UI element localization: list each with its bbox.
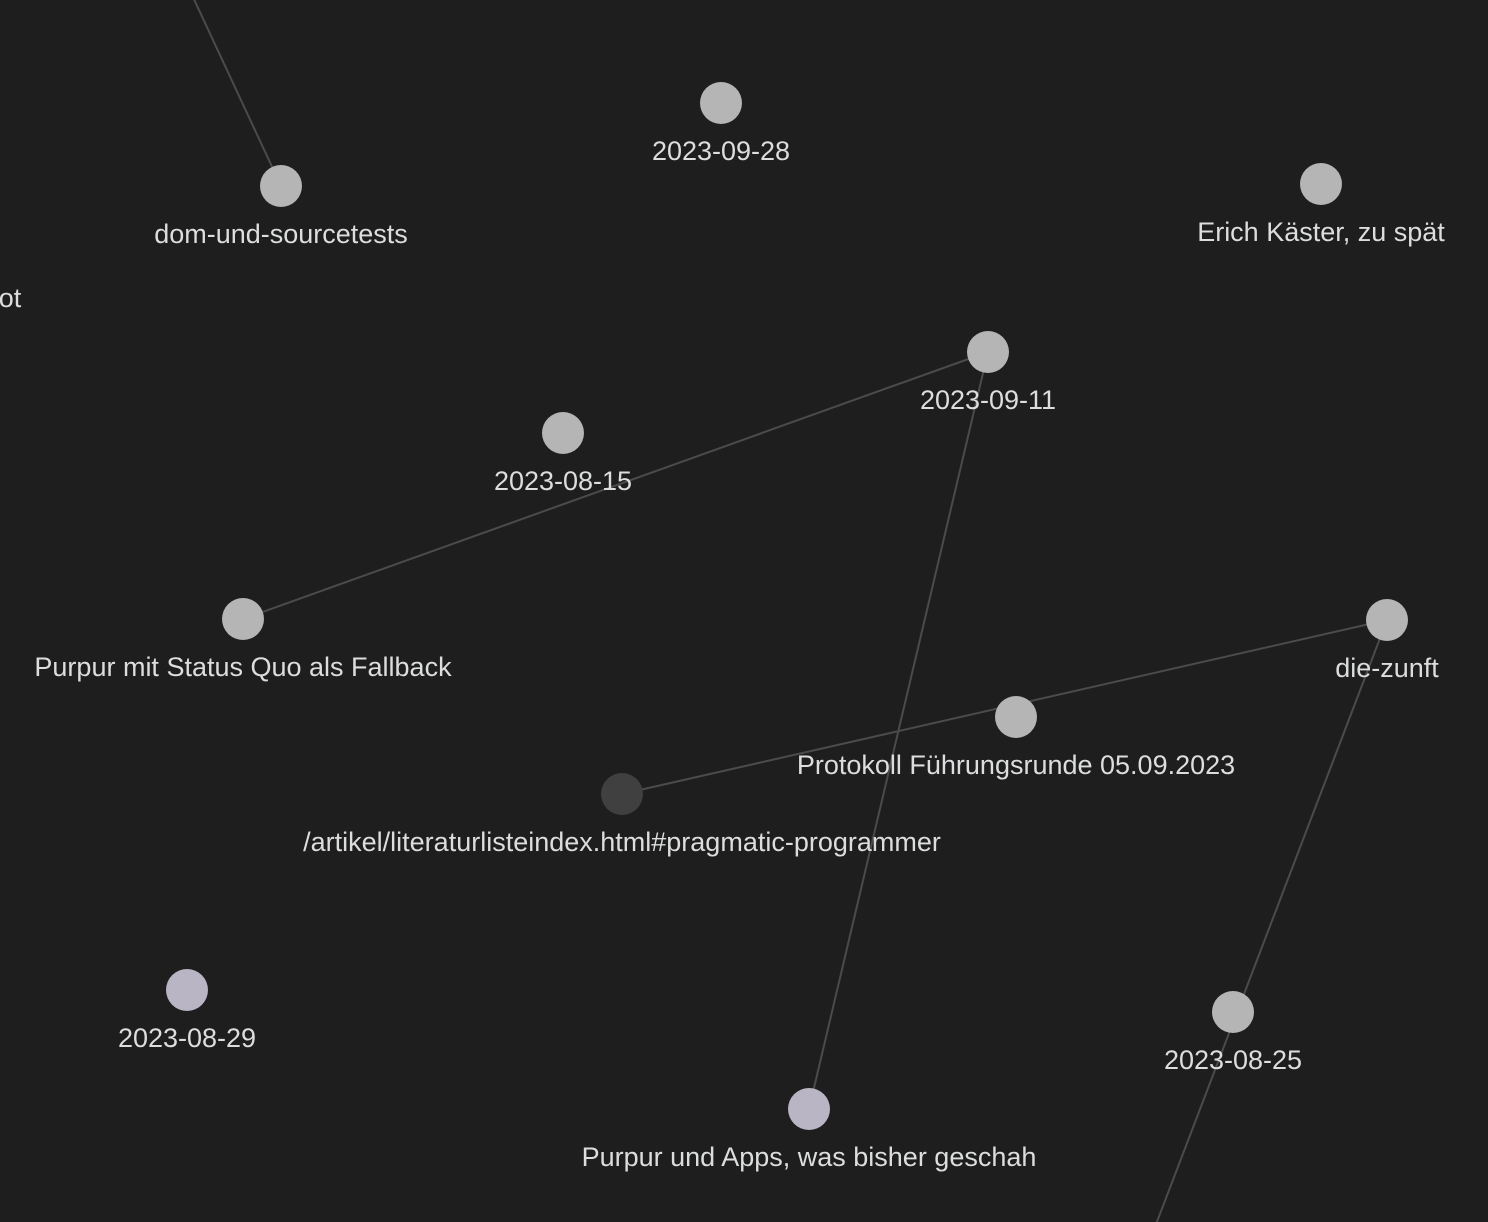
graph-node-dot[interactable] xyxy=(260,165,302,207)
graph-node[interactable]: 2023-09-28 xyxy=(652,82,790,166)
graph-node-dot[interactable] xyxy=(1366,599,1408,641)
graph-node[interactable]: die-zunft xyxy=(1335,599,1439,683)
graph-node[interactable]: Erich Käster, zu spät xyxy=(1197,163,1445,247)
graph-node-dot[interactable] xyxy=(995,696,1037,738)
graph-node[interactable]: dom-und-sourcetests xyxy=(154,165,408,249)
graph-node-label[interactable]: dom-und-sourcetests xyxy=(154,219,408,249)
graph-node-label[interactable]: /artikel/literaturlisteindex.html#pragma… xyxy=(303,827,941,857)
graph-node-dot[interactable] xyxy=(1212,991,1254,1033)
graph-node[interactable]: Purpur und Apps, was bisher geschah xyxy=(582,1088,1037,1172)
graph-node-dot[interactable] xyxy=(700,82,742,124)
graph-node-label[interactable]: die-zunft xyxy=(1335,653,1439,683)
graph-edge xyxy=(242,351,989,620)
graph-edge xyxy=(193,0,282,187)
graph-node[interactable]: Protokoll Führungsrunde 05.09.2023 xyxy=(797,696,1235,780)
graph-node-dot[interactable] xyxy=(788,1088,830,1130)
graph-node-label[interactable]: 2023-08-15 xyxy=(494,466,632,496)
edges-layer xyxy=(193,0,1388,1222)
graph-node[interactable]: 2023-08-25 xyxy=(1164,991,1302,1075)
graph-node-label[interactable]: 2023-09-28 xyxy=(652,136,790,166)
graph-edge xyxy=(1155,619,1388,1222)
graph-node-label[interactable]: 2023-08-29 xyxy=(118,1023,256,1053)
graph-node-dot[interactable] xyxy=(542,412,584,454)
graph-node-dot[interactable] xyxy=(1300,163,1342,205)
graph-node-label[interactable]: Protokoll Führungsrunde 05.09.2023 xyxy=(797,750,1235,780)
graph-node[interactable]: /artikel/literaturlisteindex.html#pragma… xyxy=(303,773,941,857)
graph-node[interactable]: Purpur mit Status Quo als Fallback xyxy=(34,598,452,682)
graph-node-label[interactable]: 2023-08-25 xyxy=(1164,1045,1302,1075)
graph-node-dot[interactable] xyxy=(967,331,1009,373)
graph-node-dot[interactable] xyxy=(166,969,208,1011)
graph-node-dot[interactable] xyxy=(222,598,264,640)
graph-node[interactable]: 2023-08-15 xyxy=(494,412,632,496)
graph-node[interactable]: 2023-08-29 xyxy=(118,969,256,1053)
graph-node-label[interactable]: Purpur und Apps, was bisher geschah xyxy=(582,1142,1037,1172)
graph-node-dot[interactable] xyxy=(601,773,643,815)
graph-node-label[interactable]: Erich Käster, zu spät xyxy=(1197,217,1445,247)
graph-node-label[interactable]: ot xyxy=(0,283,22,313)
graph-node[interactable]: ot xyxy=(0,229,22,313)
graph-node-label[interactable]: Purpur mit Status Quo als Fallback xyxy=(34,652,452,682)
graph-node-label[interactable]: 2023-09-11 xyxy=(920,385,1056,415)
graph-node[interactable]: 2023-09-11 xyxy=(920,331,1056,415)
